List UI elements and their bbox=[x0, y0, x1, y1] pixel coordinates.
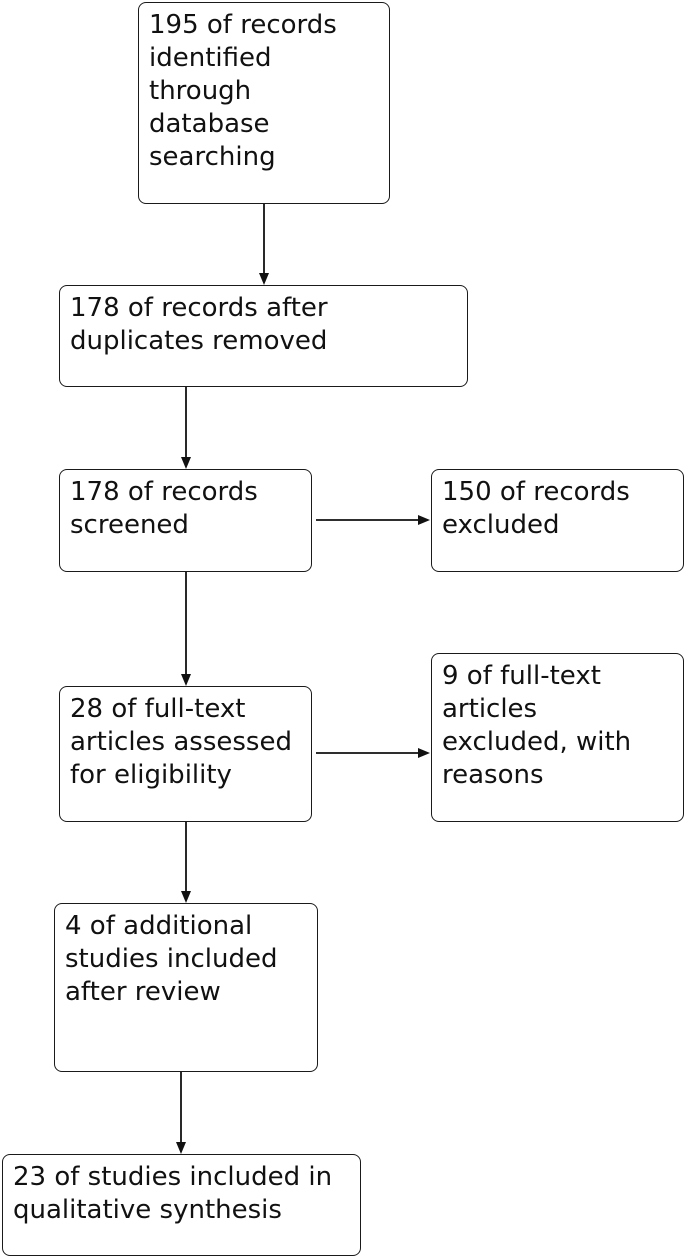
box-records-identified: 195 of records identified through databa… bbox=[138, 2, 390, 204]
box-records-excluded: 150 of records excluded bbox=[431, 469, 684, 572]
arrow-full-text-to-additional bbox=[181, 822, 191, 903]
arrow-full-text-to-excluded bbox=[316, 748, 430, 758]
arrow-identified-to-duplicates bbox=[259, 204, 269, 285]
box-additional-studies: 4 of additional studies included after r… bbox=[54, 903, 318, 1072]
arrow-duplicates-to-screened bbox=[181, 387, 191, 469]
box-duplicates-removed: 178 of records after duplicates removed bbox=[59, 285, 468, 387]
box-records-screened: 178 of records screened bbox=[59, 469, 312, 572]
arrow-additional-to-included bbox=[176, 1072, 186, 1154]
box-full-text-excluded: 9 of full-text articles excluded, with r… bbox=[431, 653, 684, 822]
arrow-screened-to-excluded bbox=[316, 515, 430, 525]
arrow-screened-to-full-text bbox=[181, 572, 191, 686]
box-full-text-assessed: 28 of full-text articles assessed for el… bbox=[59, 686, 312, 822]
box-studies-included: 23 of studies included in qualitative sy… bbox=[2, 1154, 361, 1256]
